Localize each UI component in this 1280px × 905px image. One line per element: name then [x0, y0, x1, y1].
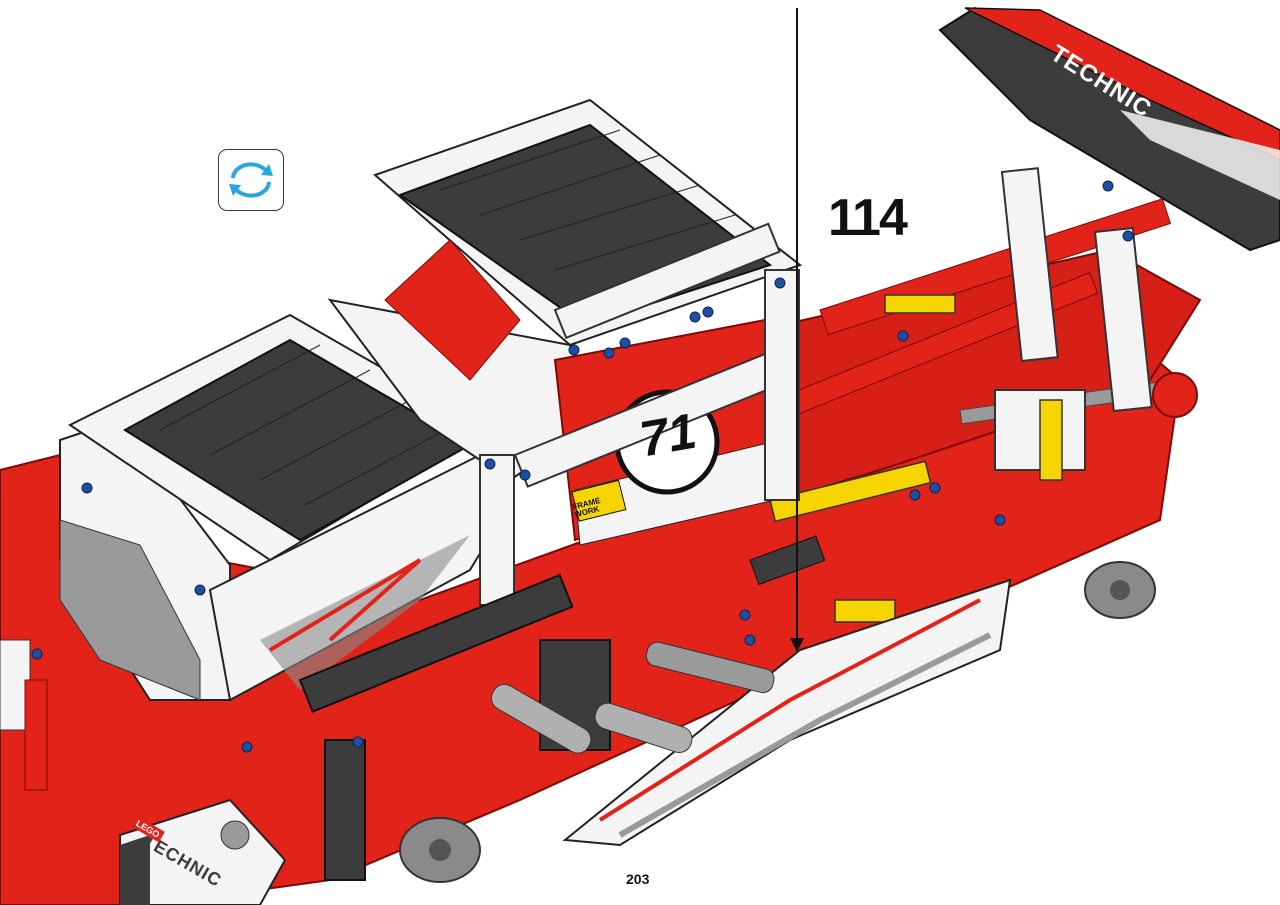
rotate-model-icon	[229, 162, 273, 198]
front-body	[59, 418, 502, 702]
side-skirt	[562, 578, 1012, 847]
blue-pins	[31, 180, 1134, 753]
step-number: 114	[828, 189, 908, 247]
placement-arrow-icon	[790, 638, 804, 652]
front-left-panel	[0, 639, 287, 905]
shock-springs	[490, 641, 775, 754]
rotate-model-callout	[218, 149, 284, 211]
cab-beams	[479, 222, 800, 606]
page-number: 203	[626, 871, 650, 887]
rear-wing	[938, 6, 1280, 252]
placement-line	[796, 8, 798, 648]
hood	[68, 313, 492, 562]
race-number-decal: 71	[635, 402, 701, 468]
